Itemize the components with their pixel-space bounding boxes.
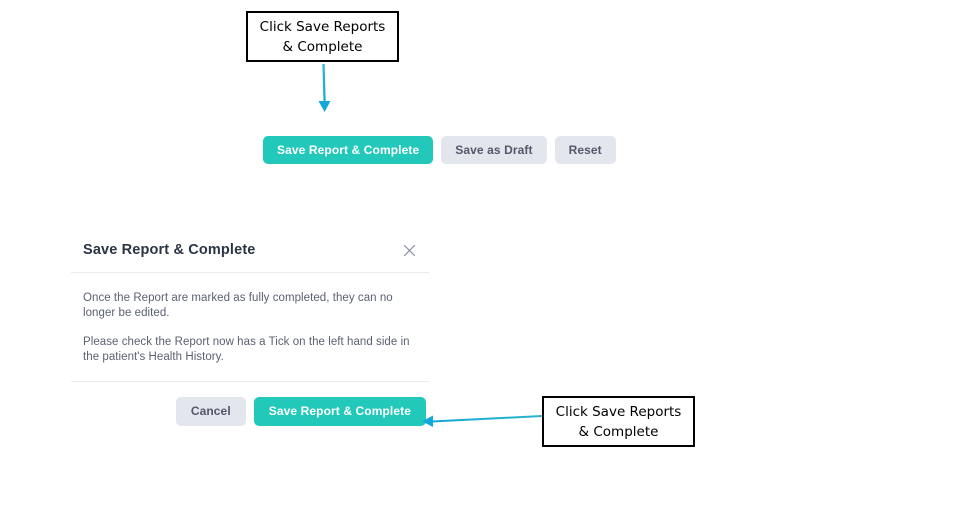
- modal-body: Once the Report are marked as fully comp…: [70, 273, 430, 381]
- annotation-callout-bottom-text: Click Save Reports & Complete: [555, 403, 682, 440]
- save-report-complete-modal: Save Report & Complete Once the Report a…: [70, 228, 430, 440]
- modal-title: Save Report & Complete: [83, 242, 256, 258]
- annotation-callout-top: Click Save Reports & Complete: [246, 11, 399, 62]
- save-report-complete-button[interactable]: Save Report & Complete: [263, 136, 434, 164]
- close-icon[interactable]: [400, 241, 418, 259]
- annotation-callout-top-text: Click Save Reports & Complete: [259, 18, 386, 55]
- arrow-left-icon: [422, 415, 543, 427]
- modal-body-paragraph-2: Please check the Report now has a Tick o…: [83, 336, 410, 363]
- save-as-draft-button[interactable]: Save as Draft: [441, 136, 547, 164]
- annotation-callout-bottom: Click Save Reports & Complete: [542, 396, 695, 447]
- modal-footer: Cancel Save Report & Complete: [70, 382, 430, 440]
- modal-cancel-button[interactable]: Cancel: [175, 396, 246, 426]
- action-button-bar: Save Report & Complete Save as Draft Res…: [263, 136, 616, 164]
- modal-header-divider: [71, 272, 429, 273]
- modal-footer-divider: [71, 381, 429, 382]
- modal-body-paragraph-1: Once the Report are marked as fully comp…: [83, 292, 393, 319]
- reset-button[interactable]: Reset: [554, 136, 616, 164]
- modal-header: Save Report & Complete: [70, 228, 430, 272]
- modal-save-report-complete-button[interactable]: Save Report & Complete: [253, 396, 426, 426]
- arrow-down-icon: [318, 63, 331, 112]
